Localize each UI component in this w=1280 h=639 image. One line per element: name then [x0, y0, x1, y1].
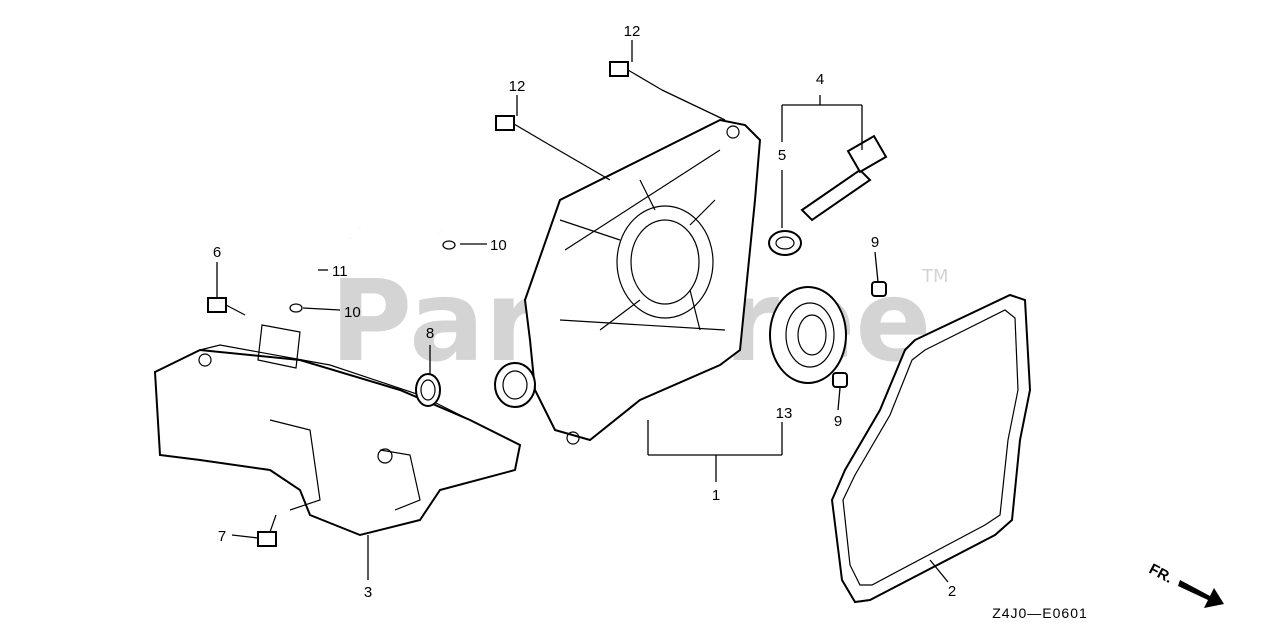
oil-gauge-part — [768, 134, 888, 256]
bolt-6-part — [207, 297, 246, 316]
callout-labels: 1 2 3 4 5 6 7 8 9 9 10 10 11 12 12 13 — [213, 23, 956, 601]
callout-13: 13 — [776, 405, 793, 422]
front-direction-indicator: FR. — [1146, 561, 1224, 608]
callout-9b: 9 — [834, 413, 842, 430]
trademark: TM — [921, 266, 949, 287]
crankcase-cover-part — [523, 118, 762, 445]
diagram-code: Z4J0—E0601 — [992, 605, 1088, 621]
callout-1: 1 — [712, 487, 720, 504]
callout-3: 3 — [364, 584, 372, 601]
callout-11: 11 — [332, 263, 348, 280]
callout-10b: 10 — [344, 304, 361, 321]
bearing-part — [769, 286, 847, 384]
callout-4: 4 — [816, 71, 824, 88]
leader-lines — [216, 40, 949, 583]
callout-7: 7 — [218, 528, 226, 545]
gasket-part — [830, 293, 1032, 604]
callout-9a: 9 — [871, 234, 879, 251]
callout-2: 2 — [948, 583, 956, 600]
oil-tank-part — [153, 324, 522, 537]
callout-5: 5 — [778, 147, 786, 164]
bolt-7-part — [257, 514, 277, 547]
arrow-icon — [1178, 580, 1224, 608]
bolt-12b-part — [495, 115, 549, 145]
dowel-pins-part — [832, 281, 887, 388]
hose-part — [297, 214, 442, 302]
callout-8: 8 — [426, 325, 434, 342]
callout-10a: 10 — [490, 237, 507, 254]
bolt-12a-part — [609, 61, 663, 91]
callout-12a: 12 — [624, 23, 641, 40]
callout-12b: 12 — [509, 78, 526, 95]
callout-6: 6 — [213, 244, 221, 261]
front-label: FR. — [1146, 561, 1175, 587]
clips-part — [289, 240, 456, 313]
oil-seal-part — [415, 362, 536, 408]
